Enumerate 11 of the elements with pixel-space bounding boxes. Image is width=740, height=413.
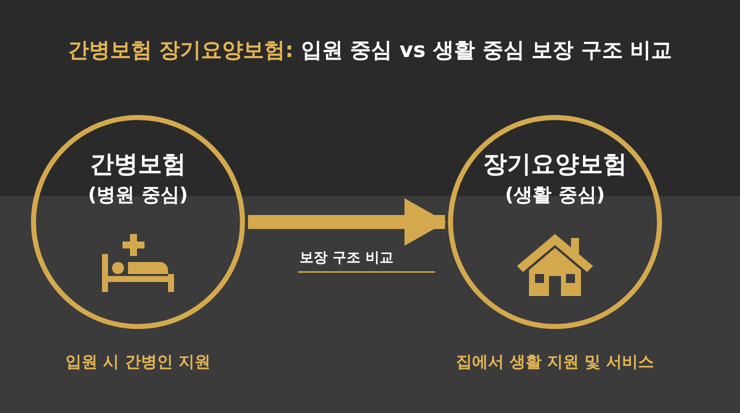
node-caption: 집에서 생활 지원 및 서비스 bbox=[454, 352, 656, 373]
edge-label: 보장 구조 비교 bbox=[298, 249, 394, 267]
node-circle bbox=[448, 115, 662, 329]
node-title: 간병보험 bbox=[89, 149, 187, 180]
title: 간병보험 장기요양보험: 입원 중심 vs 생활 중심 보장 구조 비교 bbox=[66, 37, 674, 64]
arrow bbox=[248, 198, 446, 246]
node-subtitle: (생활 중심) bbox=[504, 183, 606, 208]
node-title: 장기요양보험 bbox=[482, 149, 628, 180]
node-circle bbox=[31, 115, 245, 329]
node-subtitle: (병원 중심) bbox=[87, 183, 189, 208]
node-caption: 입원 시 간병인 지원 bbox=[64, 352, 212, 373]
